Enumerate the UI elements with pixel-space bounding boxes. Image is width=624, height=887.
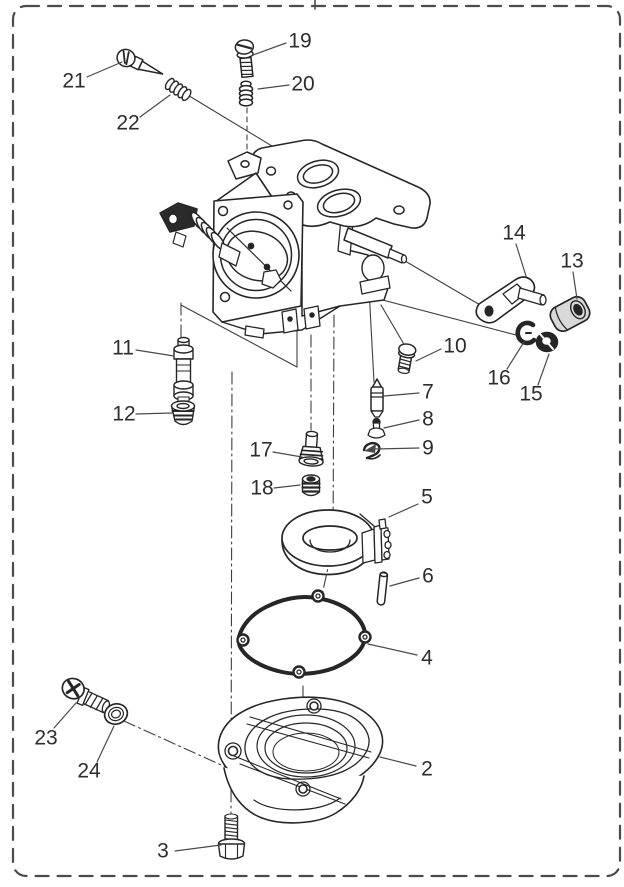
callout-label-22: 22 — [116, 112, 139, 135]
needle-valve-7 — [370, 378, 384, 418]
callout-leader — [96, 725, 115, 763]
callout-arrowhead — [364, 444, 376, 453]
callout-23: 23 — [34, 702, 77, 750]
callout-label-6: 6 — [422, 565, 434, 588]
callout-label-8: 8 — [422, 408, 434, 431]
callout-label-23: 23 — [34, 727, 57, 750]
callout-label-16: 16 — [487, 367, 510, 390]
callout-leader — [388, 503, 419, 518]
callout-label-3: 3 — [157, 840, 169, 863]
callout-19: 19 — [252, 30, 312, 56]
screw-10 — [397, 343, 417, 375]
callout-16: 16 — [487, 341, 525, 390]
spring-20 — [238, 80, 254, 107]
callout-label-24: 24 — [77, 760, 101, 783]
callout-leader — [515, 243, 527, 277]
carburetor-body — [159, 139, 431, 339]
callout-12: 12 — [112, 403, 173, 426]
callout-label-17: 17 — [249, 439, 272, 462]
callout-8: 8 — [383, 408, 434, 431]
callout-label-15: 15 — [519, 383, 542, 406]
callout-22: 22 — [116, 94, 171, 135]
callout-label-18: 18 — [250, 477, 273, 500]
callout-11: 11 — [112, 337, 175, 360]
callout-label-10: 10 — [443, 335, 466, 358]
clip-9 — [362, 442, 381, 460]
callout-2: 2 — [379, 756, 433, 781]
valve-seat-18 — [301, 474, 321, 497]
callout-leader — [135, 349, 175, 357]
lever-bracket-14 — [475, 276, 547, 324]
callout-leader — [383, 419, 420, 429]
main-jet-12 — [170, 400, 196, 426]
callout-label-14: 14 — [502, 222, 526, 245]
callout-leader — [273, 484, 301, 489]
callout-5: 5 — [388, 486, 433, 518]
needle-jet-17 — [298, 430, 324, 467]
callout-4: 4 — [367, 643, 433, 670]
callout-leader — [135, 412, 173, 415]
e-clip-16 — [515, 320, 537, 346]
callout-3: 3 — [157, 840, 222, 863]
carburetor-drawing — [61, 39, 591, 860]
float-hinge — [361, 518, 392, 564]
callout-9: 9 — [364, 437, 434, 460]
bolt-3 — [217, 813, 246, 860]
callout-17: 17 — [249, 439, 303, 462]
callout-leader — [383, 392, 420, 397]
callout-24: 24 — [77, 725, 115, 783]
float-5 — [281, 509, 392, 576]
nut-15 — [535, 331, 559, 353]
callout-leader — [174, 844, 222, 852]
callout-13: 13 — [560, 250, 584, 300]
callout-leader — [272, 451, 303, 458]
callout-leader — [257, 84, 290, 90]
callout-leader — [367, 643, 418, 656]
callout-label-13: 13 — [560, 250, 583, 273]
callout-label-2: 2 — [421, 758, 433, 781]
callout-label-20: 20 — [291, 73, 314, 96]
callout-20: 20 — [257, 73, 315, 96]
callout-leader — [379, 756, 417, 767]
callout-label-12: 12 — [112, 403, 135, 426]
callout-18: 18 — [250, 477, 301, 500]
callout-14: 14 — [502, 222, 527, 277]
callout-6: 6 — [389, 565, 434, 588]
callout-15: 15 — [519, 353, 550, 406]
callout-label-4: 4 — [421, 647, 433, 670]
callout-leader — [373, 447, 420, 450]
float-bowl-2 — [217, 696, 384, 824]
callout-label-21: 21 — [62, 70, 85, 93]
needle-screw-21 — [116, 48, 164, 75]
rubber-cap-13 — [549, 295, 591, 333]
callout-leader — [389, 577, 420, 587]
callout-10: 10 — [415, 335, 467, 362]
callout-21: 21 — [62, 61, 123, 93]
callout-label-19: 19 — [288, 30, 311, 53]
callout-leader — [139, 94, 171, 118]
washer-24 — [103, 702, 129, 726]
main-nozzle-11 — [173, 336, 194, 402]
bowl-gasket-4 — [236, 589, 372, 679]
callout-7: 7 — [383, 381, 434, 404]
spring-22 — [164, 77, 192, 102]
float-pin-6 — [376, 571, 389, 606]
callout-leader — [415, 348, 442, 362]
callout-leader — [572, 271, 578, 300]
callout-label-5: 5 — [421, 486, 433, 509]
callout-label-11: 11 — [112, 337, 134, 360]
callout-leader — [506, 341, 525, 370]
page-border — [11, 4, 622, 878]
callout-leader — [86, 61, 123, 78]
plug-8 — [367, 417, 386, 439]
callout-leader — [53, 702, 77, 729]
screw-19 — [234, 39, 255, 79]
callout-leader — [537, 353, 550, 386]
callout-label-9: 9 — [422, 437, 434, 460]
callout-leader — [252, 42, 287, 56]
callout-label-7: 7 — [422, 381, 434, 404]
